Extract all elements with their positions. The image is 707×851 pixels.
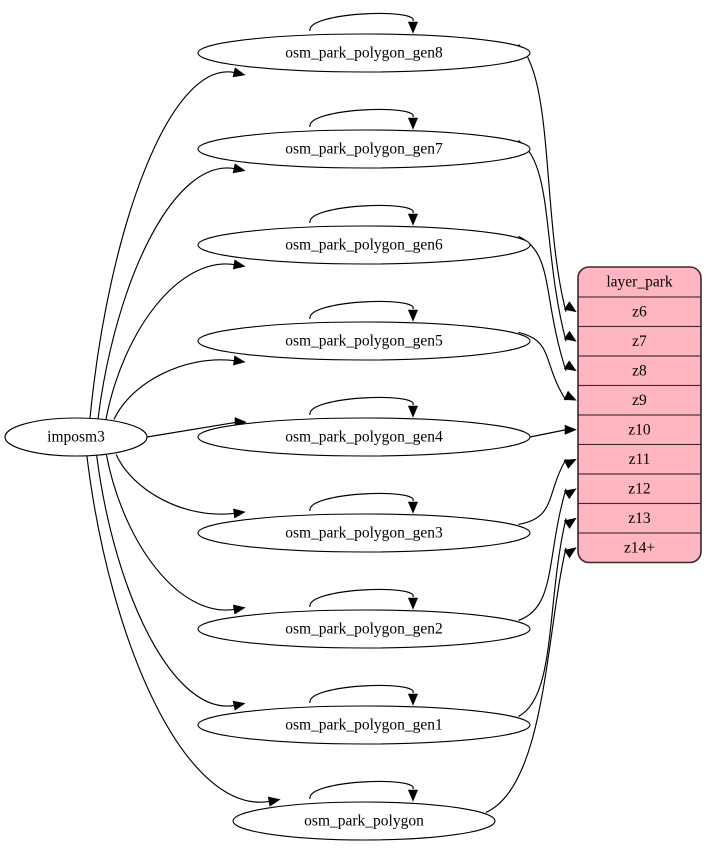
arrowhead-imposm3-to-gen6 <box>232 259 246 270</box>
node-gen3-shape[interactable] <box>197 513 531 553</box>
edge-imposm3-to-gen1 <box>95 454 237 707</box>
arrowhead-self-loop-gen4 <box>407 405 419 418</box>
self-loop-gen2 <box>309 588 414 608</box>
table-layer: layer_park z6 z7 z8 z9 z10 z11 z12 z13 z14+ <box>577 266 702 564</box>
node-gen8-shape[interactable] <box>197 33 531 73</box>
arrowhead-self-loop-gen5 <box>407 309 419 322</box>
edge-gen1-to-z13 <box>518 518 567 717</box>
arrowhead-gen2-to-z12 <box>563 488 577 500</box>
node-gen7-shape[interactable] <box>197 129 531 169</box>
table-row-label-z10: z10 <box>628 421 651 438</box>
arrowhead-imposm3-to-gen3 <box>233 508 246 519</box>
node-base-shape[interactable] <box>232 801 496 841</box>
arrowhead-imposm3-to-gen2 <box>232 604 246 615</box>
self-loop-gen8 <box>309 12 414 32</box>
edge-imposm3-to-gen3 <box>115 454 237 515</box>
table-row-label-z8: z8 <box>632 362 647 379</box>
table-row-label-z7: z7 <box>632 333 647 350</box>
edge-gen8-to-z6 <box>517 44 567 312</box>
edge-imposm3-to-gen7 <box>97 167 237 420</box>
table-row-label-z13: z13 <box>628 510 651 527</box>
arrowhead-self-loop-gen2 <box>407 597 419 610</box>
arrowhead-self-loop-base <box>407 789 419 802</box>
node-gen7-label: osm_park_polygon_gen7 <box>285 141 443 158</box>
edge-gen7-to-z7 <box>518 139 567 342</box>
node-gen8-label: osm_park_polygon_gen8 <box>285 45 443 62</box>
table-row-label-z12: z12 <box>628 480 650 497</box>
edge-base-to-z14+ <box>485 547 567 813</box>
arrowhead-gen8-to-z6 <box>563 301 577 313</box>
edge-gen4-to-z10 <box>529 429 567 438</box>
arrowhead-imposm3-to-gen7 <box>232 163 246 174</box>
table-row-z13[interactable] <box>578 502 701 534</box>
node-gen5-shape[interactable] <box>197 321 531 361</box>
node-gen2-shape[interactable] <box>197 609 531 649</box>
arrowhead-gen5-to-z9 <box>563 390 577 401</box>
self-loop-gen5 <box>309 300 414 320</box>
arrowhead-gen6-to-z8 <box>563 360 577 372</box>
layer-park-table: layer_park z6 z7 z8 z9 z10 z11 z12 z13 z14+ <box>578 267 701 563</box>
arrowhead-imposm3-to-gen1 <box>232 700 246 711</box>
node-imposm3-label: imposm3 <box>47 429 105 446</box>
table-row-label-z14+: z14+ <box>624 539 655 556</box>
arrowhead-self-loop-gen3 <box>407 501 419 514</box>
node-gen3-label: osm_park_polygon_gen3 <box>285 525 443 542</box>
table-row-z14+[interactable] <box>578 532 701 563</box>
table-row-z9[interactable] <box>578 384 701 416</box>
arrowhead-gen7-to-z7 <box>563 330 577 342</box>
arrowhead-self-loop-gen7 <box>407 117 419 130</box>
self-loop-base <box>309 780 414 800</box>
arrowhead-self-loop-gen1 <box>407 693 419 706</box>
table-header-label: layer_park <box>606 274 673 291</box>
arrowhead-gen4-to-z10 <box>564 424 577 435</box>
node-gen1-shape[interactable] <box>197 705 531 745</box>
arrowhead-gen1-to-z13 <box>563 517 577 529</box>
self-loop-gen4 <box>309 396 414 416</box>
table-row-z8[interactable] <box>578 355 701 387</box>
node-gen1-label: osm_park_polygon_gen1 <box>285 717 443 734</box>
edge-imposm3-to-gen6 <box>105 263 237 420</box>
node-gen5-label: osm_park_polygon_gen5 <box>285 333 443 350</box>
node-gen2-label: osm_park_polygon_gen2 <box>285 621 443 638</box>
edge-gen5-to-z9 <box>518 331 567 401</box>
node-gen4-label: osm_park_polygon_gen4 <box>285 429 443 446</box>
arrowhead-self-loop-gen6 <box>407 213 419 226</box>
edge-imposm3-to-gen2 <box>105 454 237 611</box>
self-loop-gen1 <box>309 684 414 704</box>
node-gen4-shape[interactable] <box>197 417 531 457</box>
node-gen6-shape[interactable] <box>197 225 531 265</box>
node-gen6-label: osm_park_polygon_gen6 <box>285 237 443 254</box>
edge-imposm3-to-gen5 <box>113 359 237 420</box>
table-row-label-z6: z6 <box>632 303 647 320</box>
arrowhead-imposm3-to-gen5 <box>233 355 246 366</box>
arrowhead-imposm3-to-base <box>267 796 281 807</box>
arrowhead-self-loop-gen8 <box>407 21 419 34</box>
nodes-layer: imposm3 osm_park_polygon_gen8 osm_park_pol… <box>4 33 531 841</box>
table-header-cell <box>578 267 701 297</box>
arrowhead-gen3-to-z11 <box>563 458 577 469</box>
self-loop-gen7 <box>309 108 414 128</box>
edge-gen2-to-z12 <box>518 488 567 621</box>
table-row-z6[interactable] <box>578 296 701 328</box>
edge-imposm3-to-base <box>86 454 272 803</box>
table-row-label-z11: z11 <box>629 451 651 468</box>
table-row-label-z9: z9 <box>632 392 647 409</box>
arrowhead-imposm3-to-gen8 <box>232 67 246 78</box>
edges-layer <box>86 12 577 813</box>
node-imposm3-shape[interactable] <box>4 417 148 457</box>
table-row-z11[interactable] <box>578 443 701 475</box>
self-loop-gen6 <box>309 204 414 224</box>
edge-imposm3-to-gen4 <box>146 421 238 438</box>
edge-gen6-to-z8 <box>518 235 567 371</box>
node-base-label: osm_park_polygon <box>304 813 424 830</box>
edge-imposm3-to-gen8 <box>89 71 237 420</box>
edge-gen3-to-z11 <box>518 458 567 526</box>
table-outline <box>577 266 702 564</box>
arrowhead-base-to-z14+ <box>563 547 577 559</box>
self-loop-gen3 <box>309 492 414 512</box>
